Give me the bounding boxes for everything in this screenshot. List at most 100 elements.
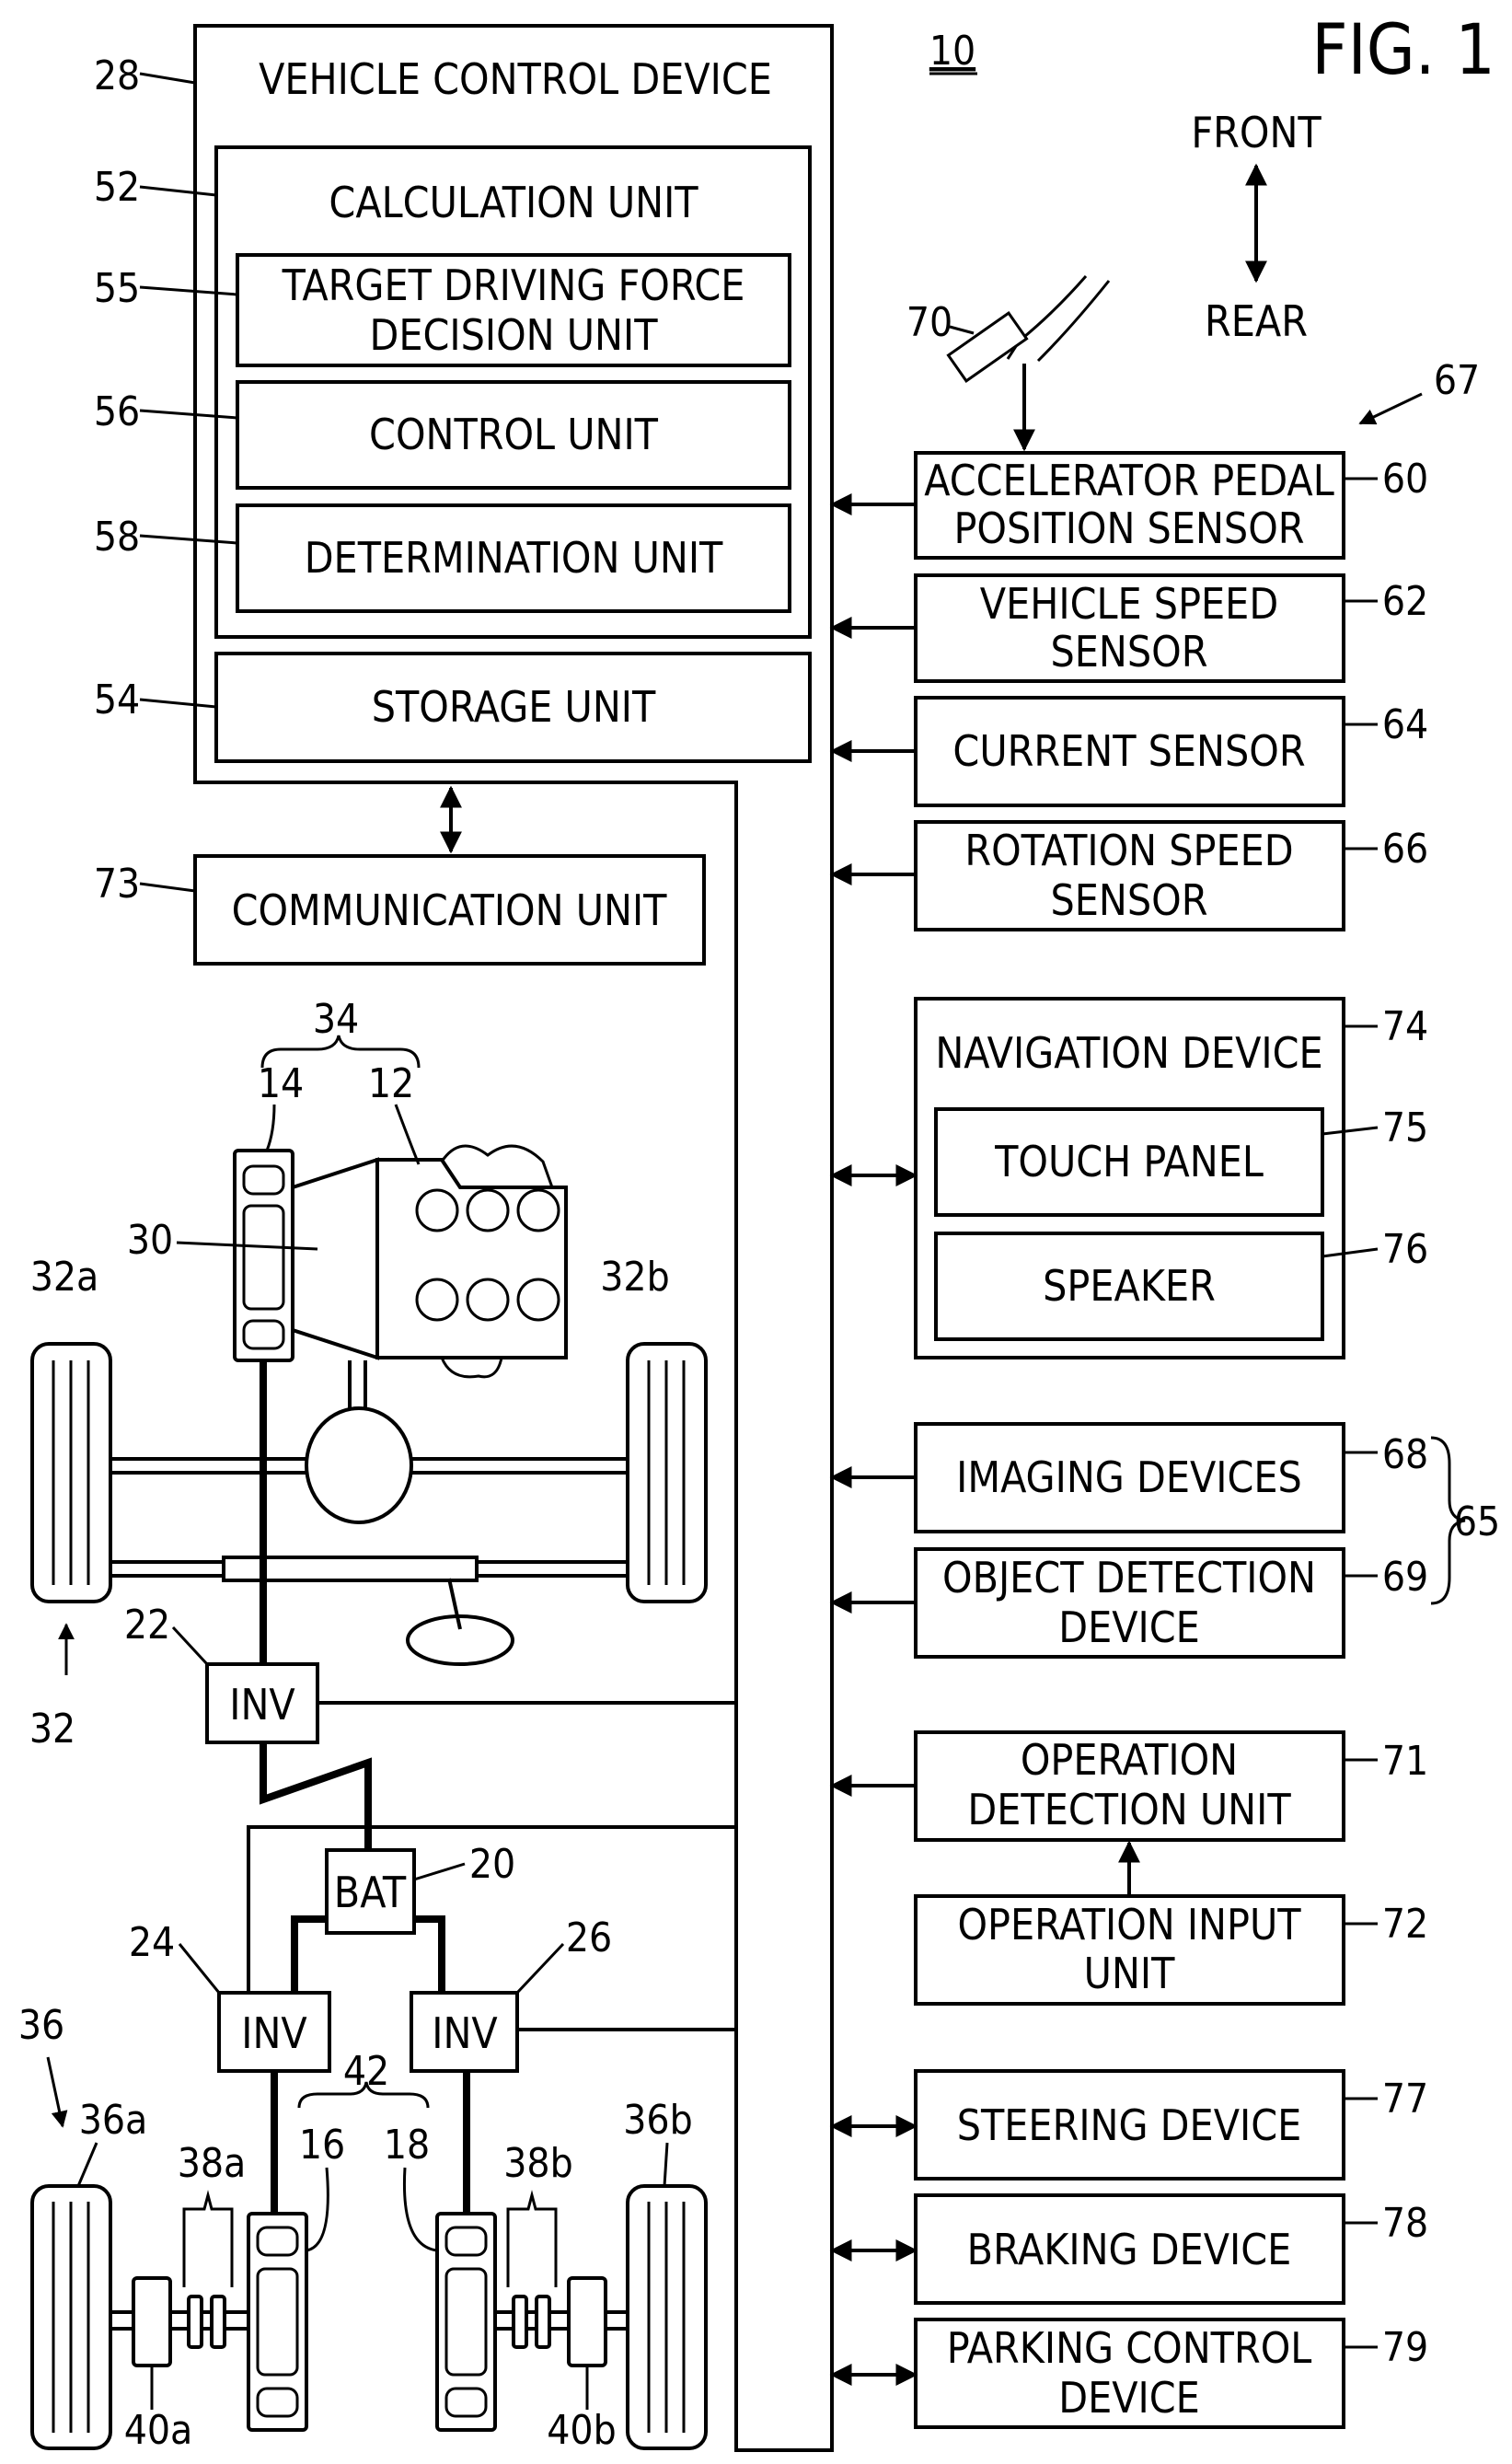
current-sensor-label: CURRENT SENSOR — [952, 726, 1305, 776]
ref-32: 32 — [29, 1706, 75, 1753]
ref-34: 34 — [313, 996, 359, 1043]
ref-69: 69 — [1382, 1554, 1428, 1601]
group-67-arrow — [1360, 394, 1422, 423]
ref-36: 36 — [18, 2002, 64, 2049]
storage-unit-label: STORAGE UNIT — [372, 682, 656, 732]
vehicle-speed-line1: VEHICLE SPEED — [980, 579, 1278, 629]
speaker-label: SPEAKER — [1043, 1261, 1216, 1311]
operation-input-line1: OPERATION INPUT — [957, 1900, 1301, 1949]
rear-label: REAR — [1205, 296, 1308, 346]
ref-22: 22 — [124, 1602, 170, 1648]
front-label: FRONT — [1191, 108, 1322, 157]
ref-52: 52 — [94, 164, 140, 211]
powertrain: INV BAT INV INV — [32, 1146, 736, 2448]
clutch-38b-2 — [537, 2296, 549, 2347]
determination-unit-label: DETERMINATION UNIT — [305, 533, 723, 583]
ref-71: 71 — [1382, 1738, 1428, 1785]
control-unit-label: CONTROL UNIT — [369, 410, 659, 459]
rotation-speed-line2: SENSOR — [1051, 875, 1208, 925]
ref-79: 79 — [1382, 2324, 1428, 2371]
system-ref: 10 — [929, 28, 975, 75]
ref-56: 56 — [94, 388, 140, 435]
battery-label: BAT — [334, 1868, 407, 1917]
ref-73: 73 — [94, 861, 140, 908]
ref-28: 28 — [94, 52, 140, 99]
inv-22-label: INV — [229, 1680, 294, 1729]
accelerator-pedal — [948, 276, 1109, 449]
ref-66: 66 — [1382, 826, 1428, 873]
touch-panel-label: TOUCH PANEL — [994, 1137, 1264, 1186]
calculation-unit-label: CALCULATION UNIT — [329, 178, 698, 227]
ref-65: 65 — [1454, 1498, 1500, 1545]
figure-title: FIG. 1 — [1311, 8, 1495, 90]
reducer-40b — [569, 2278, 606, 2366]
wheel-32a — [32, 1344, 110, 1602]
communication-unit-label: COMMUNICATION UNIT — [232, 885, 668, 935]
ref-24: 24 — [129, 1919, 175, 1966]
ref-72: 72 — [1382, 1901, 1428, 1948]
clutch-38a-2 — [212, 2296, 225, 2347]
ref-75: 75 — [1382, 1105, 1428, 1151]
ref-64: 64 — [1382, 701, 1428, 748]
parking-control-line2: DEVICE — [1058, 2373, 1200, 2423]
motor-16 — [248, 2214, 306, 2430]
vehicle-speed-line2: SENSOR — [1051, 627, 1208, 677]
target-driving-force-line1: TARGET DRIVING FORCE — [282, 260, 745, 310]
ref-77: 77 — [1382, 2076, 1428, 2123]
vehicle-control-device-label: VEHICLE CONTROL DEVICE — [259, 54, 772, 104]
navigation-device-label: NAVIGATION DEVICE — [935, 1028, 1322, 1078]
parking-control-line1: PARKING CONTROL — [947, 2323, 1312, 2373]
ref-54: 54 — [94, 677, 140, 723]
ref-62: 62 — [1382, 578, 1428, 625]
motor-14 — [235, 1151, 293, 1360]
ref-74: 74 — [1382, 1003, 1428, 1050]
ref-26: 26 — [566, 1915, 612, 1961]
ref-42: 42 — [343, 2048, 389, 2095]
ref-36b: 36b — [623, 2097, 693, 2144]
wheel-32b — [628, 1344, 706, 1602]
steering-device-label: STEERING DEVICE — [957, 2100, 1302, 2150]
ref-68: 68 — [1382, 1431, 1428, 1478]
ref-55: 55 — [94, 265, 140, 312]
braking-device-label: BRAKING DEVICE — [967, 2225, 1292, 2274]
engine — [377, 1146, 566, 1377]
clutch-38b-1 — [514, 2296, 526, 2347]
inv-24-label: INV — [241, 2008, 306, 2058]
ref-40b: 40b — [547, 2407, 617, 2454]
object-detection-line2: DEVICE — [1058, 1602, 1200, 1652]
ref-16: 16 — [299, 2122, 345, 2169]
ref-67: 67 — [1434, 357, 1480, 404]
accelerator-sensor-line1: ACCELERATOR PEDAL — [924, 456, 1334, 505]
front-differential — [306, 1408, 411, 1522]
transmission — [293, 1160, 377, 1358]
clutch-38a-1 — [189, 2296, 202, 2347]
ref-38b: 38b — [503, 2140, 573, 2187]
ref-40a: 40a — [124, 2407, 193, 2454]
operation-input-line2: UNIT — [1084, 1949, 1175, 1998]
ref-76: 76 — [1382, 1226, 1428, 1273]
object-detection-line1: OBJECT DETECTION — [942, 1553, 1316, 1602]
wheel-36b — [628, 2186, 706, 2448]
ref-78: 78 — [1382, 2200, 1428, 2247]
ref-20: 20 — [469, 1841, 515, 1888]
operation-detection-line2: DETECTION UNIT — [967, 1785, 1291, 1834]
ref-30: 30 — [127, 1217, 173, 1264]
operation-detection-line1: OPERATION — [1021, 1735, 1238, 1785]
wheel-36a — [32, 2186, 110, 2448]
ref-60: 60 — [1382, 456, 1428, 503]
ref-32b: 32b — [600, 1254, 670, 1301]
ref-36a: 36a — [79, 2097, 148, 2144]
ref-14: 14 — [258, 1060, 304, 1107]
inv-26-label: INV — [432, 2008, 497, 2058]
ref-58: 58 — [94, 514, 140, 561]
ref-38a: 38a — [178, 2140, 247, 2187]
ref-18: 18 — [384, 2122, 430, 2169]
reducer-40a — [133, 2278, 170, 2366]
imaging-devices-label: IMAGING DEVICES — [956, 1452, 1302, 1502]
ref-12: 12 — [368, 1060, 414, 1107]
target-driving-force-line2: DECISION UNIT — [370, 310, 659, 360]
rotation-speed-line1: ROTATION SPEED — [964, 826, 1293, 875]
ref-32a: 32a — [30, 1254, 99, 1301]
